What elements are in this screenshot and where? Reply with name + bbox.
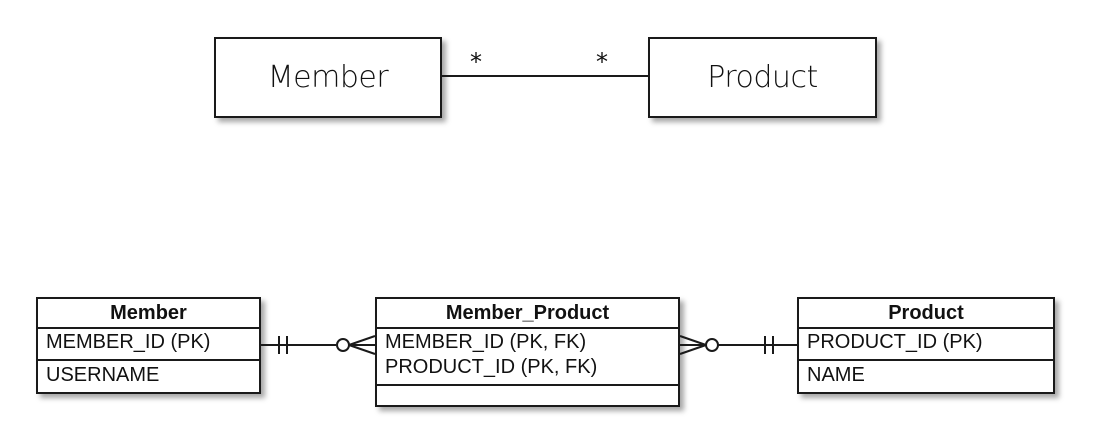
erd-member-product-row-member-id: MEMBER_ID (PK, FK) xyxy=(385,331,587,353)
member-product-crowfoot-left-top xyxy=(348,335,376,346)
uml-product-entity: Product xyxy=(648,37,877,118)
uml-left-multiplicity: * xyxy=(470,48,482,76)
erd-member-row-divider xyxy=(38,359,259,361)
erd-product-row-name: NAME xyxy=(807,364,865,386)
erd-member-row-username: USERNAME xyxy=(46,364,160,386)
erd-product-row-divider xyxy=(799,359,1053,361)
erd-product-table: Product PRODUCT_ID (PK) NAME xyxy=(797,297,1055,394)
uml-member-label: Member xyxy=(267,60,389,95)
erd-member-product-table: Member_Product MEMBER_ID (PK, FK) PRODUC… xyxy=(375,297,680,407)
erd-product-row-id: PRODUCT_ID (PK) xyxy=(807,331,983,353)
erd-member-table: Member MEMBER_ID (PK) USERNAME xyxy=(36,297,261,394)
member-product-zero-circle-left xyxy=(336,338,350,352)
erd-member-product-row-product-id: PRODUCT_ID (PK, FK) xyxy=(385,356,598,378)
member-product-crowfoot-right-top xyxy=(679,335,707,346)
erd-member-row-id: MEMBER_ID (PK) xyxy=(46,331,211,353)
erd-member-product-row-divider xyxy=(377,384,678,386)
erd-member-title: Member xyxy=(38,299,259,329)
member-product-crowfoot-right-bottom xyxy=(679,344,707,355)
member-product-crowfoot-left-bottom xyxy=(348,344,376,355)
erd-product-title: Product xyxy=(799,299,1053,329)
member-product-zero-circle-right xyxy=(705,338,719,352)
erd-member-product-title: Member_Product xyxy=(377,299,678,329)
uml-member-entity: Member xyxy=(214,37,442,118)
uml-right-multiplicity: * xyxy=(596,48,608,76)
uml-product-label: Product xyxy=(707,60,818,95)
